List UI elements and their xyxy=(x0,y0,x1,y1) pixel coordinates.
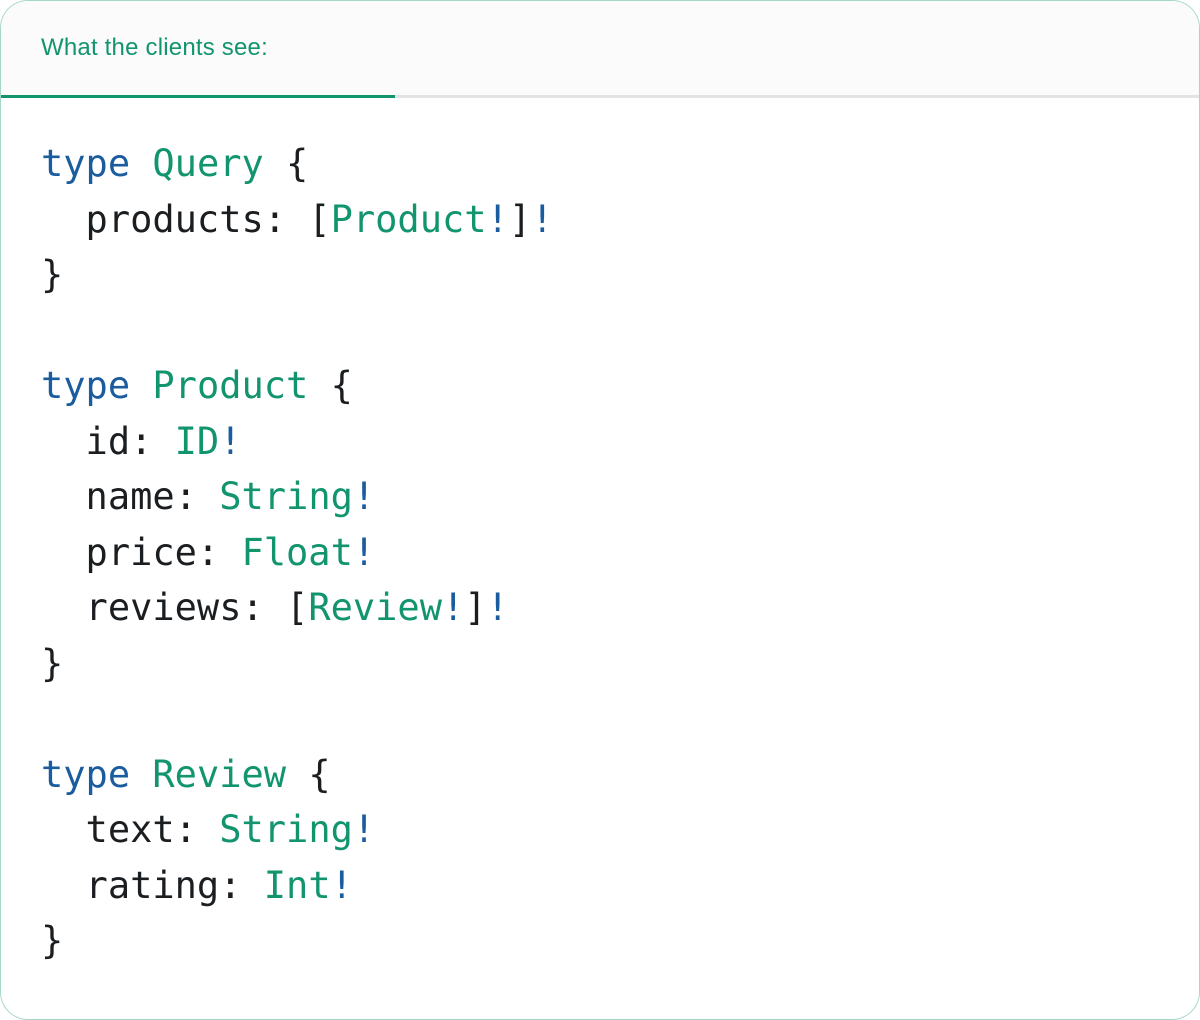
code-token-plain xyxy=(130,142,152,185)
code-line: type Review { xyxy=(41,747,1159,803)
code-token-plain: ] xyxy=(464,586,487,629)
code-token-plain: { xyxy=(286,752,331,796)
code-token-typename: Review xyxy=(152,752,287,796)
code-token-typename: Review xyxy=(308,586,442,629)
code-token-typename: Query xyxy=(152,142,264,185)
code-token-bang: ! xyxy=(352,475,376,518)
code-token-plain xyxy=(130,753,152,796)
code-token-typename: String xyxy=(219,475,353,518)
code-line: price: Float! xyxy=(41,525,1159,581)
code-token-keyword: type xyxy=(41,142,131,185)
code-token-plain: rating: xyxy=(41,863,264,907)
code-line: type Query { xyxy=(41,136,1159,192)
code-token-bang: ! xyxy=(219,419,242,463)
code-token-bang: ! xyxy=(441,586,465,629)
code-token-bang: ! xyxy=(330,863,353,907)
active-tab-underline xyxy=(1,95,395,98)
code-token-plain: } xyxy=(41,641,64,685)
code-line: text: String! xyxy=(41,802,1159,858)
code-token-keyword: type xyxy=(41,752,131,796)
code-token-plain: reviews: [ xyxy=(41,586,309,629)
tab-label: What the clients see: xyxy=(41,34,268,61)
code-token-plain: id: xyxy=(41,419,175,463)
code-line xyxy=(41,691,1159,747)
code-token-plain: name: xyxy=(41,475,220,518)
code-line: reviews: [Review!]! xyxy=(41,580,1159,636)
code-line: products: [Product!]! xyxy=(41,192,1159,248)
code-line: } xyxy=(41,636,1159,692)
code-token-typename: Product xyxy=(152,364,309,407)
code-token-typename: String xyxy=(219,808,353,851)
code-token-bang: ! xyxy=(486,197,509,241)
code-token-bang: ! xyxy=(352,530,376,574)
code-token-plain: { xyxy=(263,142,309,185)
code-token-plain: text: xyxy=(41,808,220,851)
code-token-plain: products: [ xyxy=(41,197,331,241)
code-line: name: String! xyxy=(41,469,1159,525)
code-token-plain: ] xyxy=(508,197,532,241)
code-token-plain: } xyxy=(41,253,64,296)
code-line: } xyxy=(41,247,1159,303)
code-line: rating: Int! xyxy=(41,858,1159,914)
code-area: type Query { products: [Product!]!}type … xyxy=(1,98,1199,999)
code-panel-header: What the clients see: xyxy=(1,1,1199,98)
code-block: type Query { products: [Product!]!}type … xyxy=(41,136,1159,969)
code-token-plain: } xyxy=(41,919,64,962)
code-token-bang: ! xyxy=(486,586,509,629)
code-token-plain: { xyxy=(308,364,353,407)
code-token-typename: ID xyxy=(174,419,220,463)
code-line: type Product { xyxy=(41,358,1159,414)
code-token-plain xyxy=(130,364,152,407)
code-token-keyword: type xyxy=(41,364,131,407)
code-token-typename: Float xyxy=(241,530,353,574)
code-line: id: ID! xyxy=(41,414,1159,470)
code-token-typename: Int xyxy=(263,863,331,907)
tab-what-clients-see[interactable]: What the clients see: xyxy=(41,1,268,95)
code-token-typename: Product xyxy=(330,197,487,241)
code-token-bang: ! xyxy=(531,197,554,241)
code-line: } xyxy=(41,913,1159,969)
code-token-bang: ! xyxy=(352,808,376,851)
code-line xyxy=(41,303,1159,359)
code-token-plain: price: xyxy=(41,530,242,574)
